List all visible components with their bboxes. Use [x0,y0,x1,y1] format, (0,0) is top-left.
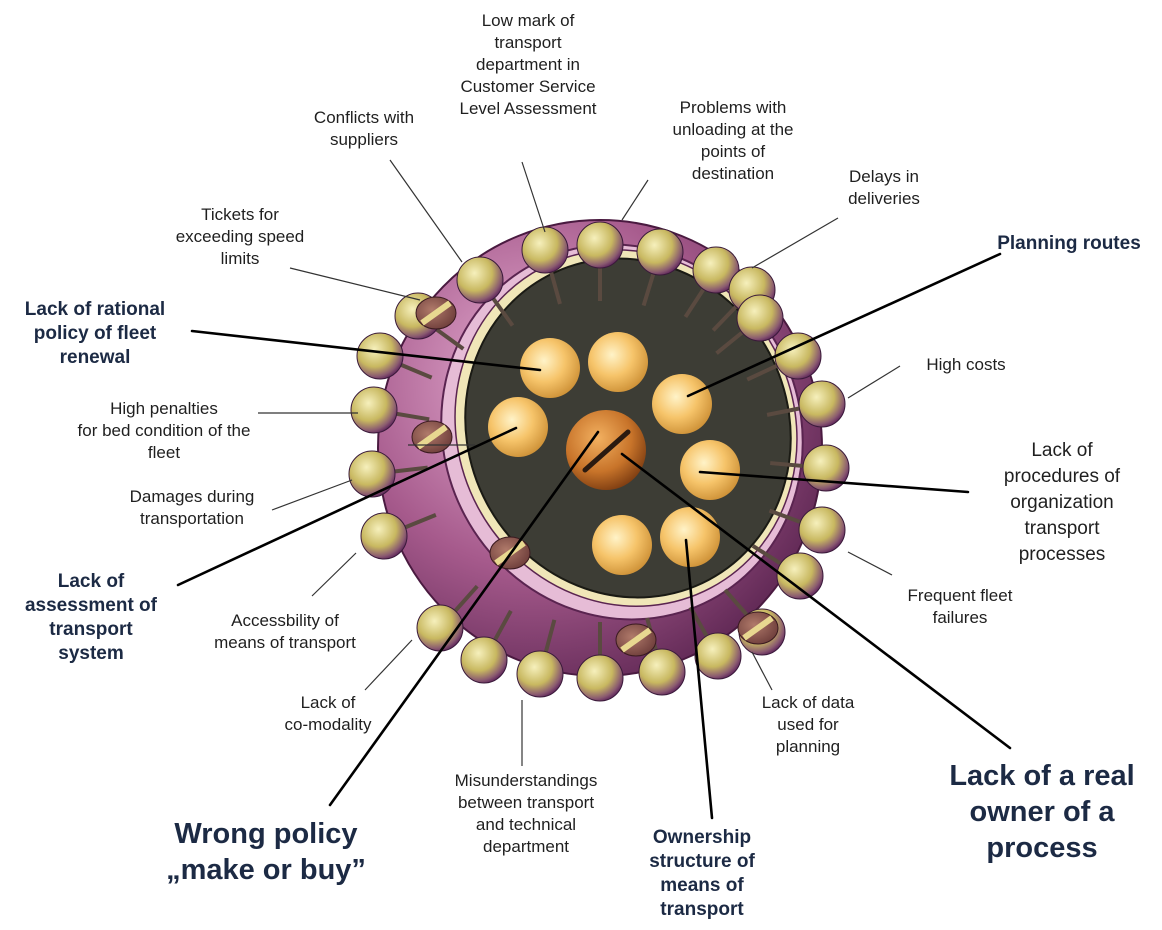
inner-sphere [652,374,712,434]
spike-head [522,227,568,273]
spike-head [351,387,397,433]
leader-line [848,552,892,575]
label-penalties: High penalties for bed condition of the … [66,398,262,464]
label-fleet-renewal: Lack of rational policy of fleet renewal [0,298,190,370]
inner-sphere [588,332,648,392]
leader-line [272,480,352,510]
spike-head [361,513,407,559]
spike-head [799,507,845,553]
label-co-modality: Lack of co-modality [268,692,388,736]
label-assessment: Lack of assessment of transport system [0,570,182,666]
leader-line [290,268,420,300]
label-delays: Delays in deliveries [830,166,938,210]
label-conflicts: Conflicts with suppliers [294,107,434,151]
spike-head [461,637,507,683]
spike-head [637,229,683,275]
leader-line [522,162,545,232]
label-low-mark: Low mark of transport department in Cust… [448,10,608,120]
spike-head [799,381,845,427]
label-unloading: Problems with unloading at the points of… [652,97,814,185]
spike-head [639,649,685,695]
inner-sphere [592,515,652,575]
inner-sphere [680,440,740,500]
spike-head [349,451,395,497]
inner-sphere [488,397,548,457]
inner-sphere [660,507,720,567]
spike-head [517,651,563,697]
leader-line [848,366,900,398]
label-accessibility: Accessbility of means of transport [196,610,374,654]
leader-line [622,180,648,220]
label-ownership: Ownership structure of means of transpor… [612,826,792,922]
label-fleet-failures: Frequent fleet failures [880,585,1040,629]
label-real-owner: Lack of a real owner of a process [922,758,1162,866]
spike-head [357,333,403,379]
leader-line [752,218,838,268]
label-damages: Damages during transportation [108,486,276,530]
label-misunderstandings: Misunderstandings between transport and … [428,770,624,858]
label-procedures: Lack of procedures of organization trans… [968,438,1156,568]
label-planning-routes: Planning routes [976,232,1162,256]
leader-line [752,652,772,690]
leader-line [390,160,462,262]
label-tickets: Tickets for exceeding speed limits [160,204,320,270]
spike-head [737,295,783,341]
leader-line [312,553,356,596]
label-data-planning: Lack of data used for planning [740,692,876,758]
spike-head [695,633,741,679]
label-high-costs: High costs [900,354,1032,376]
spike-head [457,257,503,303]
spike-head [577,222,623,268]
spike-head [577,655,623,701]
label-make-or-buy: Wrong policy „make or buy” [126,816,406,888]
spike-head [803,445,849,491]
